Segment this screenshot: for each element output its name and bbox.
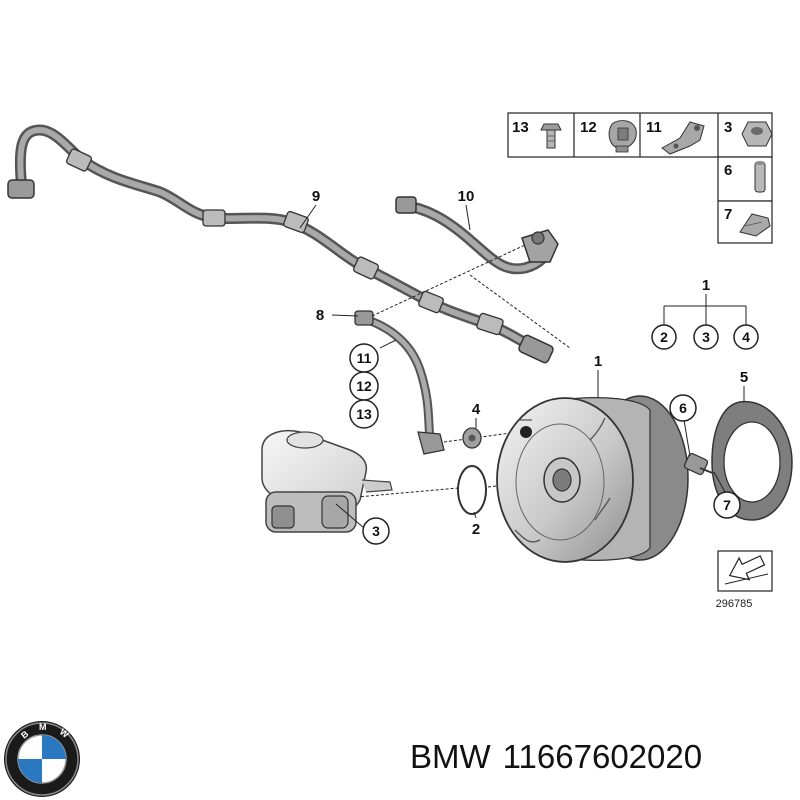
callout-master-cylinder: 3 — [372, 523, 380, 539]
clip-icon — [739, 213, 771, 237]
reference-arrow-box — [717, 550, 773, 592]
master-cylinder — [261, 429, 393, 533]
callout-sub-13: 13 — [356, 406, 372, 422]
parts-legend-table: 13 12 11 3 6 7 — [507, 112, 773, 244]
callout-bracket-pin: 6 — [679, 400, 687, 416]
bolt-icon — [540, 123, 562, 149]
callout-gasket: 2 — [472, 521, 480, 538]
callout-clip: 7 — [723, 497, 731, 513]
callout-grommet: 4 — [472, 401, 481, 418]
bmw-logo-letter-m: M — [39, 722, 47, 732]
callout-group-3: 3 — [702, 329, 710, 345]
bracket-icon — [661, 121, 705, 155]
legend-label-6: 6 — [724, 162, 732, 179]
part-caption: BMW 11667602020 — [410, 738, 714, 776]
adapter-hose — [354, 310, 445, 455]
callout-group-4: 4 — [742, 329, 750, 345]
legend-label-7: 7 — [724, 206, 732, 223]
circled-callouts — [349, 324, 759, 545]
callout-group: 1 — [702, 277, 710, 294]
legend-label-12: 12 — [580, 119, 597, 136]
brand-name: BMW — [410, 738, 491, 775]
leader-lines — [299, 204, 747, 529]
callout-hose-main: 9 — [312, 188, 320, 205]
part-number: 11667602020 — [502, 738, 703, 775]
brake-booster — [496, 395, 721, 563]
callout-sub-12: 12 — [356, 378, 372, 394]
vacuum-hose-main — [7, 124, 554, 364]
vacuum-hose-short — [395, 196, 559, 275]
callout-booster: 1 — [594, 353, 602, 370]
legend-label-11: 11 — [646, 119, 662, 136]
grommet — [462, 427, 482, 449]
pin-icon — [754, 161, 766, 193]
reference-number: 296785 — [716, 598, 753, 610]
callout-seal-plate: 5 — [740, 369, 748, 386]
legend-label-3: 3 — [724, 119, 732, 136]
seal-plate — [711, 401, 793, 521]
bmw-logo-letter-b: B — [19, 728, 31, 740]
callout-hose-vacuum: 10 — [458, 188, 475, 205]
bmw-logo: B M W — [4, 721, 80, 797]
hex-nut-icon — [741, 121, 773, 147]
clamp-nut-icon — [608, 120, 637, 153]
legend-label-13: 13 — [512, 119, 529, 136]
callout-group-2: 2 — [660, 329, 668, 345]
callout-sub-11: 11 — [357, 350, 372, 366]
gasket-ring — [457, 465, 487, 515]
callout-adapter: 8 — [316, 307, 324, 324]
